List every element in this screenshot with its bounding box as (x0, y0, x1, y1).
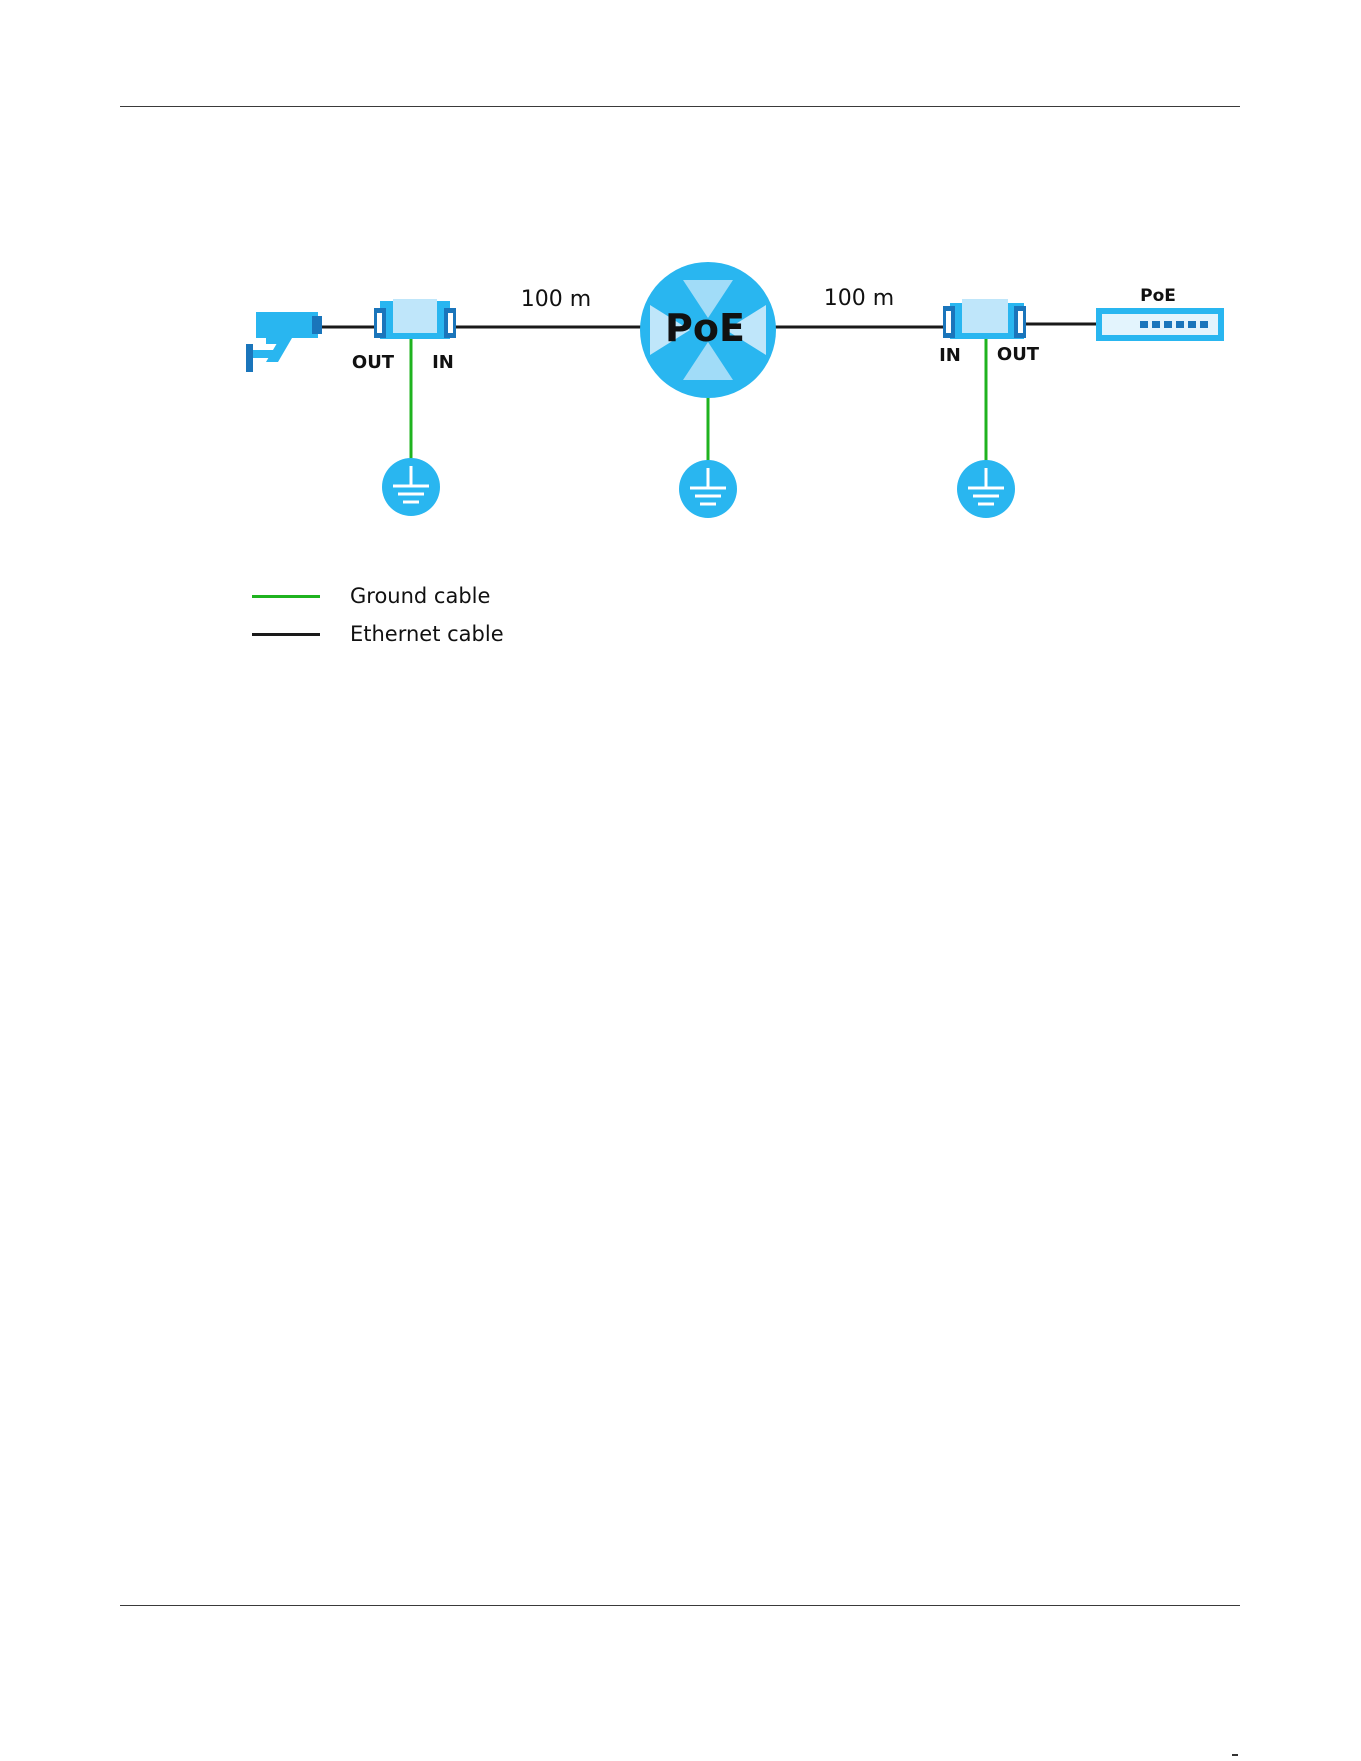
left-protector-out-label: OUT (352, 352, 395, 373)
right-protector-in-label: IN (939, 345, 961, 366)
poe-switch-icon (1096, 308, 1224, 341)
footer-rule (120, 1605, 1240, 1606)
ethernet-cable-swatch (252, 633, 320, 636)
ground-icon-left (382, 458, 440, 516)
hub-label: PoE (665, 306, 745, 350)
network-diagram: 100 m 100 m PoE PoE OUT IN IN OUT (0, 0, 1361, 700)
legend-ground: Ground cable (252, 584, 490, 608)
left-surge-protector (374, 299, 456, 339)
distance-label-right: 100 m (824, 286, 894, 311)
right-protector-out-label: OUT (997, 344, 1040, 365)
ground-icon-right (957, 460, 1015, 518)
switch-label: PoE (1140, 286, 1176, 306)
left-protector-in-label: IN (432, 352, 454, 373)
camera-icon (246, 312, 322, 372)
ground-cable-swatch (252, 595, 320, 598)
ground-icon-hub (679, 460, 737, 518)
legend-ground-label: Ground cable (350, 584, 490, 608)
page-corner-mark (1232, 1754, 1238, 1756)
legend-ethernet-label: Ethernet cable (350, 622, 504, 646)
legend-ethernet: Ethernet cable (252, 622, 504, 646)
distance-label-left: 100 m (521, 287, 591, 312)
right-surge-protector (943, 299, 1026, 339)
